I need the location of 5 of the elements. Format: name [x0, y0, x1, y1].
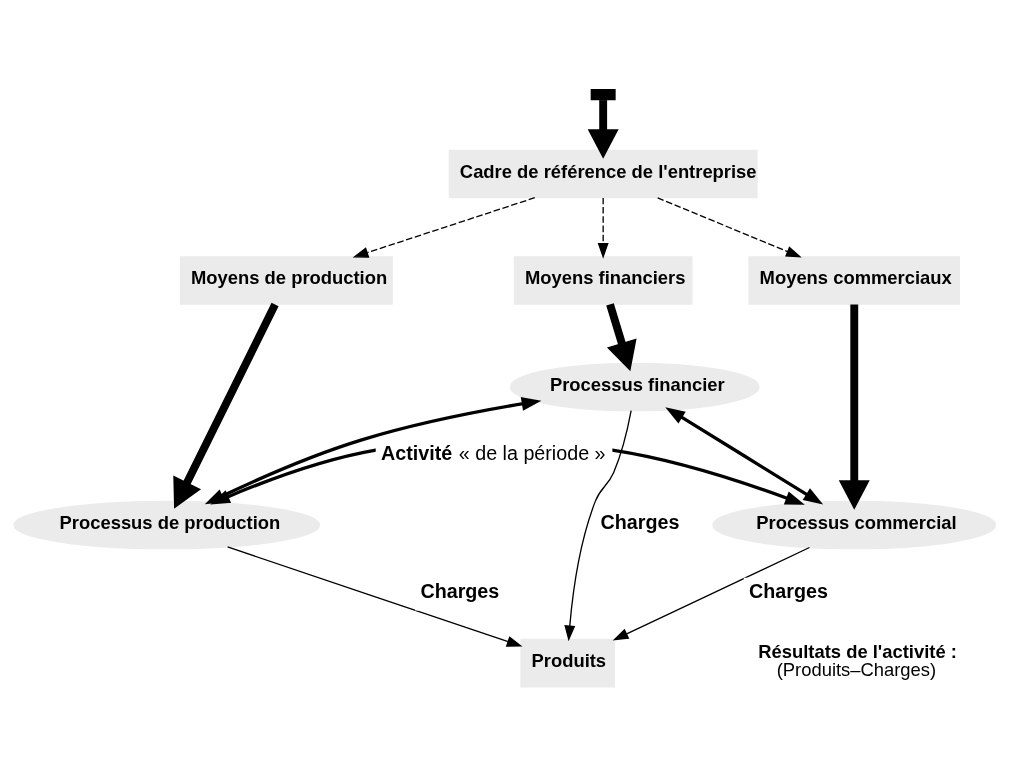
node-text: Résultats de l'activité : (Produits–Charges): [758, 641, 957, 681]
edge-label: Charges: [420, 580, 500, 602]
edge-label: Charges: [600, 510, 680, 533]
edge-label: Activité « de la période »: [380, 441, 606, 464]
edge-label: Charges: [749, 580, 828, 602]
